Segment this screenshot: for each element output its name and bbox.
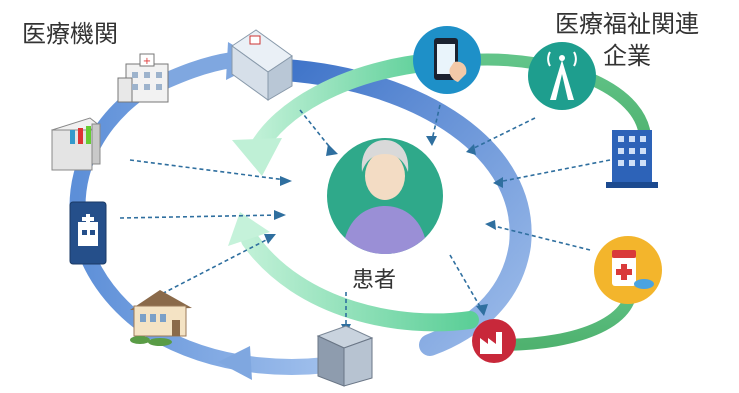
medical-arrowhead-bottom: [218, 346, 252, 380]
lab-equipment-icon: [51, 117, 102, 171]
welfare-companies-label-line2: 企業: [603, 42, 651, 70]
patient-label: 患者: [352, 268, 397, 293]
office-building-icon: [606, 130, 658, 188]
medicine-icon: [594, 236, 662, 304]
hospital-sign-icon: [69, 201, 107, 265]
connector-lines: [119, 104, 611, 328]
radio-tower-icon: [528, 42, 596, 110]
care-home-icon: [130, 290, 192, 346]
clinic-building-icon: [231, 29, 293, 101]
smartphone-icon: [413, 26, 481, 94]
welfare-companies-label: 医療福祉関連 企業: [555, 8, 699, 72]
patient-icon: [327, 138, 443, 254]
patient-flow-arrow: [228, 53, 479, 332]
office-tower-icon: [316, 325, 374, 387]
welfare-companies-label-line1: 医療福祉関連: [555, 10, 699, 38]
factory-icon: [472, 319, 516, 363]
medical-institutions-label: 医療機関: [22, 20, 118, 48]
hospital-icon: +: [117, 53, 169, 103]
svg-text:+: +: [143, 56, 151, 67]
